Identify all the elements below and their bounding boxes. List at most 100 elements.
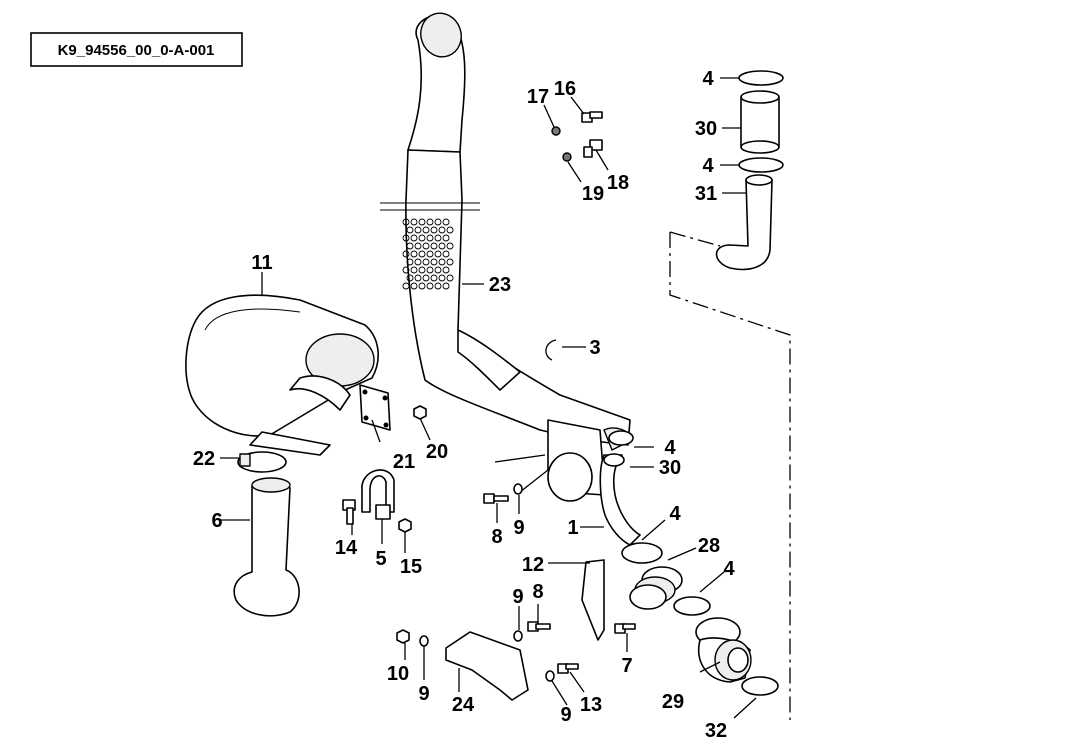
mesh-hole (418, 266, 426, 274)
callout-17: 17 (527, 86, 549, 108)
callout-4-coupler: 4 (723, 558, 735, 580)
mesh-hole (430, 226, 438, 234)
callout-20: 20 (426, 441, 448, 463)
callout-15: 15 (400, 556, 422, 578)
mesh-hole (406, 258, 414, 266)
callout-5: 5 (375, 548, 386, 570)
mesh-hole (442, 266, 450, 274)
mounting-outline (669, 231, 791, 720)
mesh-hole (402, 218, 410, 226)
callout-12: 12 (522, 554, 544, 576)
mesh-hole (446, 258, 454, 266)
mesh-hole (402, 266, 410, 274)
mesh-hole (438, 242, 446, 250)
mesh-hole (446, 226, 454, 234)
bracket-12 (581, 559, 605, 641)
callout-11: 11 (251, 252, 272, 274)
mesh-hole (422, 258, 430, 266)
mesh-hole (410, 234, 418, 242)
mesh-hole (414, 242, 422, 250)
callout-1: 1 (567, 517, 578, 539)
callout-28: 28 (698, 535, 720, 557)
mesh-hole (422, 242, 430, 250)
small-hardware (342, 111, 636, 682)
clamp-4-lower (673, 596, 711, 616)
mesh-hole (410, 250, 418, 258)
reference-box: K9_94556_00_0-A-001 (30, 32, 243, 67)
callout-9-mid: 9 (512, 586, 523, 608)
mesh-hole (434, 234, 442, 242)
callout-31: 31 (695, 183, 717, 205)
mesh-hole (442, 282, 450, 290)
callout-22: 22 (193, 448, 215, 470)
callout-32: 32 (705, 720, 727, 742)
mesh-hole (418, 234, 426, 242)
callout-3: 3 (589, 337, 600, 359)
silencer (185, 294, 391, 456)
mesh-hole (438, 226, 446, 234)
callout-21: 21 (393, 451, 415, 473)
callout-7: 7 (621, 655, 632, 677)
mesh-hole (438, 274, 446, 282)
mesh-hole (418, 250, 426, 258)
callout-4-top: 4 (702, 68, 714, 90)
mesh-hole (434, 282, 442, 290)
callout-29: 29 (662, 691, 684, 713)
callout-24: 24 (452, 694, 475, 716)
mesh-hole (406, 242, 414, 250)
heat-shield-mesh (402, 218, 454, 290)
mesh-hole (426, 282, 434, 290)
callout-14: 14 (335, 537, 358, 559)
mesh-hole (418, 218, 426, 226)
callout-4-hose-top: 4 (664, 437, 676, 459)
mesh-hole (426, 234, 434, 242)
mesh-hole (434, 218, 442, 226)
mesh-hole (426, 250, 434, 258)
bracket-24 (445, 631, 529, 701)
callout-13: 13 (580, 694, 602, 716)
mesh-hole (434, 250, 442, 258)
upper-hoses (715, 70, 784, 271)
mesh-hole (402, 234, 410, 242)
callout-18: 18 (607, 172, 629, 194)
reference-code: K9_94556_00_0-A-001 (58, 42, 215, 59)
mesh-hole (414, 274, 422, 282)
mesh-hole (418, 282, 426, 290)
callout-23: 23 (489, 274, 511, 296)
mesh-hole (426, 218, 434, 226)
mesh-hole (410, 218, 418, 226)
u-clamp (361, 469, 395, 520)
callout-labels: 11 23 3 4 30 1 4 28 4 29 32 22 6 21 20 1… (193, 68, 736, 742)
callout-8-upper: 8 (491, 526, 502, 548)
callout-30-hose: 30 (659, 457, 681, 479)
mesh-hole (422, 226, 430, 234)
retaining-clip (545, 339, 557, 361)
mesh-hole (414, 226, 422, 234)
mesh-hole (442, 234, 450, 242)
mesh-hole (422, 274, 430, 282)
callout-30-upper: 30 (695, 118, 717, 140)
mesh-hole (402, 250, 410, 258)
hose-1 (599, 430, 663, 564)
clamp-32 (741, 676, 779, 696)
callout-9-upper: 9 (513, 517, 524, 539)
clamp-22 (237, 451, 287, 473)
callout-9-lower: 9 (560, 704, 571, 726)
callout-16: 16 (554, 78, 576, 100)
mesh-hole (446, 242, 454, 250)
tail-pipe (233, 477, 300, 617)
coupler-29 (695, 617, 752, 683)
mesh-hole (410, 266, 418, 274)
mesh-hole (434, 266, 442, 274)
mesh-hole (430, 258, 438, 266)
mesh-hole (430, 242, 438, 250)
callout-10: 10 (387, 663, 409, 685)
mesh-hole (402, 282, 410, 290)
callout-9-bracket: 9 (418, 683, 429, 705)
mesh-hole (430, 274, 438, 282)
mesh-hole (406, 274, 414, 282)
mesh-hole (446, 274, 454, 282)
mesh-hole (414, 258, 422, 266)
mesh-hole (442, 250, 450, 258)
